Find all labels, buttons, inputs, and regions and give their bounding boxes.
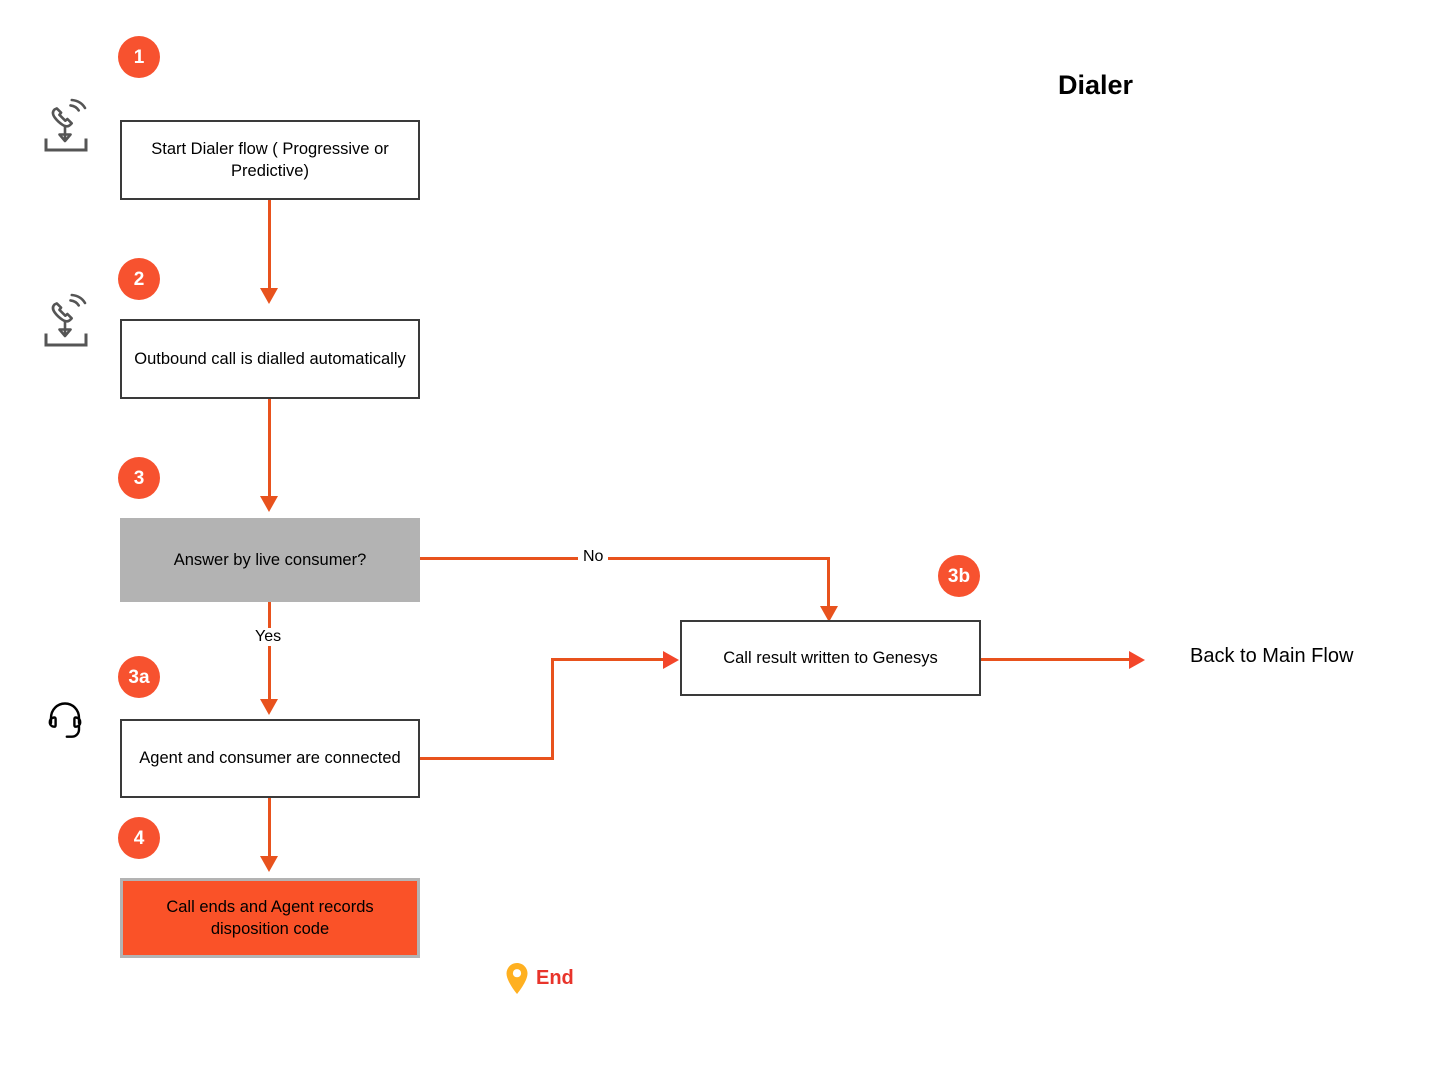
step-badge-3b: 3b [938,555,980,597]
end-marker: End [505,962,574,995]
connector-decision-no-vertical [827,557,830,614]
edge-label-no: No [578,548,609,566]
connector-decision-no-horizontal [420,557,830,560]
node-start-dialer[interactable]: Start Dialer flow ( Progressive or Predi… [120,120,420,200]
end-label: End [536,967,574,989]
node-decision-answer-by-live-consumer[interactable]: Answer by live consumer? [120,518,420,602]
inbound-call-icon [40,96,94,158]
location-pin-icon [505,962,529,995]
step-badge-2: 2 [118,258,160,300]
node-back-to-main-flow: Back to Main Flow [1190,645,1354,667]
connector-decision-yes [268,602,271,702]
connector-agent-to-genesys-h2 [551,658,665,661]
arrowhead-right-icon [663,651,679,669]
arrowhead-down-icon [260,288,278,304]
inbound-call-icon [40,291,94,353]
page-title: Dialer [1058,70,1134,100]
node-agent-connected[interactable]: Agent and consumer are connected [120,719,420,798]
connector-agent-to-callends [268,798,271,858]
connector-genesys-to-mainflow [981,658,1131,661]
step-badge-3a: 3a [118,656,160,698]
arrowhead-down-icon [260,496,278,512]
edge-label-yes: Yes [250,628,287,646]
headset-icon [41,697,89,745]
step-badge-3: 3 [118,457,160,499]
node-call-result-genesys[interactable]: Call result written to Genesys [680,620,981,696]
connector-start-to-outbound [268,200,271,290]
node-outbound-call[interactable]: Outbound call is dialled automatically [120,319,420,399]
connector-outbound-to-decision [268,399,271,499]
arrowhead-down-icon [260,856,278,872]
step-badge-4: 4 [118,817,160,859]
connector-agent-to-genesys-v [551,658,554,757]
arrowhead-right-icon [1129,651,1145,669]
step-badge-1: 1 [118,36,160,78]
arrowhead-down-icon [260,699,278,715]
node-call-ends-disposition[interactable]: Call ends and Agent records disposition … [120,878,420,958]
arrowhead-down-icon [820,606,838,622]
connector-agent-to-genesys-h1 [420,757,554,760]
